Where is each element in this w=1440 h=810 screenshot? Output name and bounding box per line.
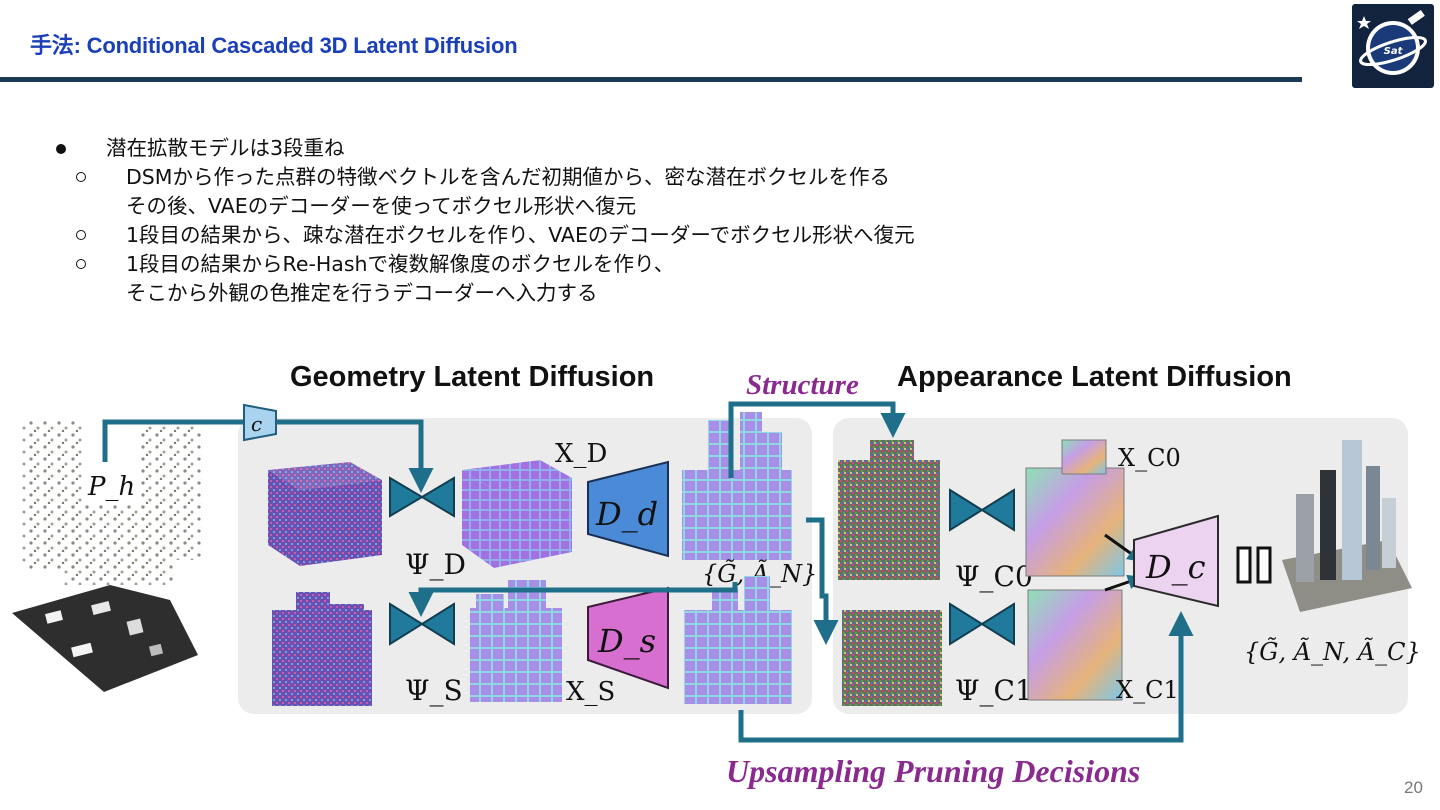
psi-s-bowtie-icon [389, 602, 455, 646]
bullet-list: 潜在拡散モデルは3段重ね DSMから作った点群の特徴ベクトルを含んだ初期値から、… [56, 134, 915, 308]
sub-bullet-circle-icon [76, 230, 86, 240]
geometry-output-label: {G̃, Ã_N} [702, 559, 817, 588]
bullet-text: 潜在拡散モデルは3段重ね [106, 136, 345, 160]
psi-c0-bowtie-icon [949, 488, 1015, 532]
condition-label: c [251, 412, 262, 436]
psi-c0-label: Ψ_C0 [955, 560, 1033, 593]
dense-latent-grid-image [462, 460, 572, 568]
xs-label: X_S [566, 677, 615, 707]
appearance-latent-2-image [1027, 589, 1123, 701]
decoder-s-label: D_s [597, 622, 656, 660]
upsampling-label: Upsampling Pruning Decisions [726, 753, 1140, 789]
sub-bullet-item: DSMから作った点群の特徴ベクトルを含んだ初期値から、密な潜在ボクセルを作る そ… [56, 163, 915, 221]
bullet-item: 潜在拡散モデルは3段重ね [56, 134, 915, 163]
condition-arrow [102, 419, 244, 462]
appearance-noise-2-image [842, 610, 942, 706]
logo: Sat [1352, 4, 1434, 88]
decoder-c-input-arrow-1 [1104, 533, 1143, 562]
feedback-arrow [408, 582, 738, 617]
page-title: 手法: Conditional Cascaded 3D Latent Diffu… [30, 33, 518, 58]
psi-d-bowtie-icon [389, 476, 455, 518]
decoder-c-input-arrow-2 [1104, 574, 1143, 592]
final-city-model-image [1282, 440, 1412, 612]
sub-bullet-circle-icon [76, 259, 86, 269]
decoder-output-boxes-icon [1236, 546, 1272, 584]
decoder-d-label: D_d [595, 495, 658, 533]
dense-noise-cube-image [268, 462, 382, 566]
condition-arrow-to-psi [276, 419, 434, 493]
appearance-panel [833, 418, 1408, 714]
sparse-latent-voxels-image [470, 580, 562, 702]
bullet-dot-icon [56, 144, 66, 154]
page-number: 20 [1404, 778, 1423, 797]
appearance-noise-1-image [838, 440, 940, 580]
decoder-c-shape [1133, 514, 1219, 608]
appearance-latent-1-image [1025, 439, 1125, 577]
point-cloud-image [12, 420, 202, 692]
structure-label: Structure [746, 369, 859, 401]
psi-d-label: Ψ_D [405, 548, 466, 581]
decoder-d-shape [587, 460, 669, 558]
xc1-label: X_C1 [1116, 676, 1179, 704]
decoder-s-shape [587, 586, 669, 690]
sparse-noise-voxels-image [272, 592, 372, 706]
sub-bullet-line: 1段目の結果からRe-Hashで複数解像度のボクセルを作り、 [126, 252, 675, 276]
sub-bullet-circle-icon [76, 172, 86, 182]
upsampling-arrow [738, 611, 1194, 743]
final-output-label: {G̃, Ã_N, Ã_C} [1244, 637, 1421, 666]
xc0-label: X_C0 [1118, 444, 1181, 472]
sub-bullet-line: 1段目の結果から、疎な潜在ボクセルを作り、VAEのデコーダーでボクセル形状へ復元 [126, 223, 915, 247]
psi-s-label: Ψ_S [405, 674, 463, 707]
re-hash-arrow [806, 517, 839, 645]
psi-c1-label: Ψ_C1 [955, 674, 1033, 707]
sub-bullet-item: 1段目の結果からRe-Hashで複数解像度のボクセルを作り、 そこから外観の色推… [56, 250, 915, 308]
sub-bullet-line: その後、VAEのデコーダーを使ってボクセル形状へ復元 [126, 194, 637, 218]
geometry-header: Geometry Latent Diffusion [290, 361, 654, 393]
condition-encoder-shape [243, 403, 277, 442]
xd-label: X_D [555, 439, 607, 469]
title-divider [0, 77, 1302, 82]
geometry-output-image [682, 412, 792, 560]
psi-c1-bowtie-icon [949, 602, 1015, 646]
sub-bullet-line: DSMから作った点群の特徴ベクトルを含んだ初期値から、密な潜在ボクセルを作る [126, 165, 890, 189]
sub-bullet-line: そこから外観の色推定を行うデコーダーへ入力する [126, 281, 598, 305]
geometry-panel [238, 418, 812, 714]
decoder-c-label: D_c [1145, 548, 1206, 586]
geometry-output-2-image [684, 576, 792, 704]
structure-arrow [728, 401, 906, 478]
sub-bullet-list: DSMから作った点群の特徴ベクトルを含んだ初期値から、密な潜在ボクセルを作る そ… [56, 163, 915, 308]
svg-text:Sat: Sat [1384, 46, 1404, 57]
appearance-header: Appearance Latent Diffusion [897, 361, 1292, 393]
sub-bullet-item: 1段目の結果から、疎な潜在ボクセルを作り、VAEのデコーダーでボクセル形状へ復元 [56, 221, 915, 250]
ph-label: P_h [87, 472, 135, 502]
